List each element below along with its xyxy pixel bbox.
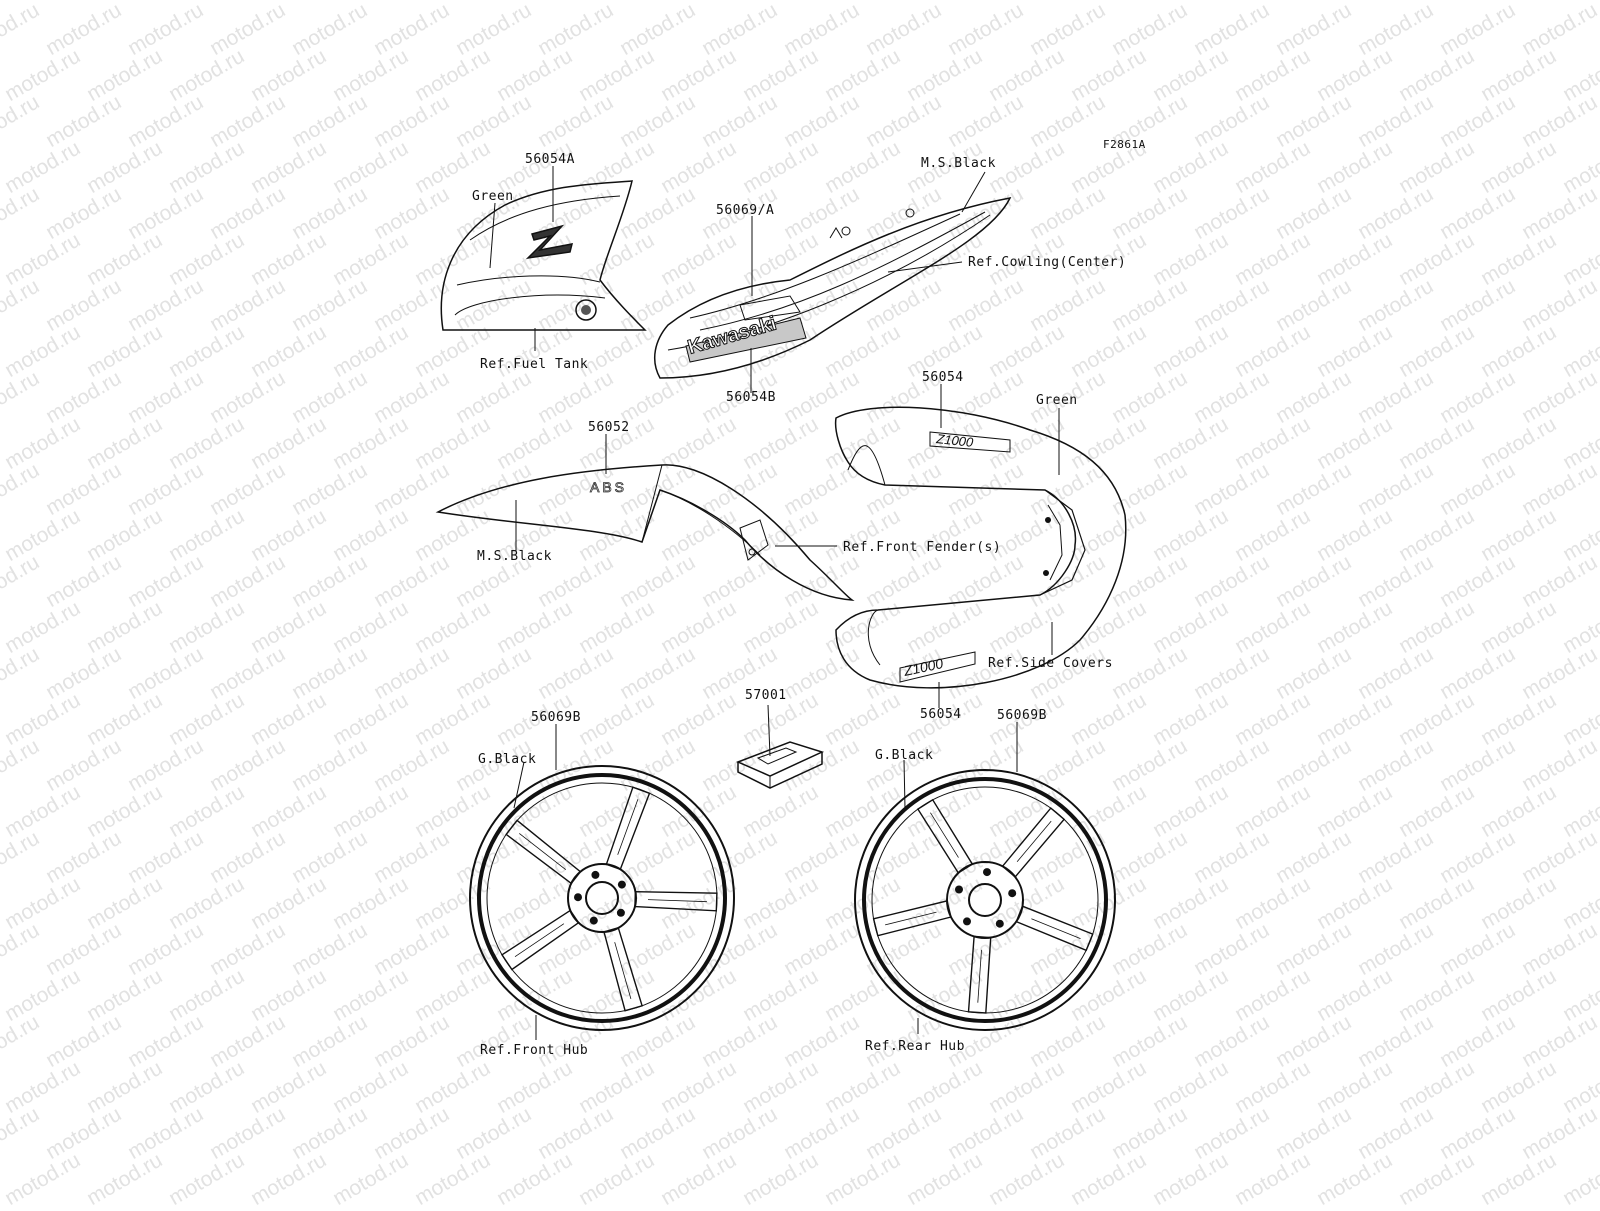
hub-bolt [995, 919, 1004, 928]
hub-bolt [574, 893, 582, 902]
z1000-decal-top: Z1000 [935, 431, 975, 450]
side-covers [834, 406, 1127, 689]
wheel-spoke-line [977, 949, 982, 1003]
wheel-spoke-line [614, 942, 632, 1000]
wheel-spoke-line [514, 923, 565, 958]
clip-part [736, 741, 825, 789]
fuel-tank-cover [440, 180, 647, 331]
label-56054a: 56054A [525, 152, 575, 167]
front-wheel-spokes [501, 786, 718, 1012]
hub-bolt [589, 916, 598, 925]
wheel-spoke [505, 819, 582, 885]
label-56069b-rear: 56069B [997, 708, 1047, 723]
label-green-tail: Green [1036, 393, 1078, 408]
wheel-spoke-line [617, 799, 639, 855]
front-fender [435, 464, 855, 601]
z1000-decal-bottom: Z1000 [901, 655, 944, 679]
hub-bolt [616, 908, 625, 917]
leader-lines [489, 166, 1060, 1040]
label-ref-front-fender: Ref.Front Fender(s) [843, 540, 1002, 555]
label-56069b-front: 56069B [531, 710, 581, 725]
label-57001: 57001 [745, 688, 787, 703]
wheel-spoke [603, 926, 643, 1012]
wheel-spoke-line [1031, 918, 1081, 939]
wheel-spoke [501, 909, 580, 971]
wheel-spoke-line [519, 833, 567, 871]
label-ref-side-covers: Ref.Side Covers [988, 656, 1113, 671]
rear-wheel-spokes [872, 798, 1094, 1014]
rear-wheel [854, 769, 1116, 1031]
label-56069a: 56069/A [716, 203, 775, 218]
wheel-spoke-line [930, 812, 959, 858]
label-ref-cowling-center: Ref.Cowling(Center) [968, 255, 1127, 270]
wheel-spoke [872, 900, 952, 937]
wheel-spoke [967, 935, 992, 1014]
wheel-spoke [605, 786, 651, 871]
label-ref-rear-hub: Ref.Rear Hub [865, 1039, 965, 1054]
hub-bolt [617, 880, 626, 889]
label-56054-top: 56054 [922, 370, 964, 385]
label-g-black-rear: G.Black [875, 748, 934, 763]
front-wheel [469, 765, 735, 1031]
label-green-tank: Green [472, 189, 514, 204]
label-ms-black-top: M.S.Black [921, 156, 996, 171]
hub-bolt [1008, 889, 1017, 898]
wheel-spoke-line [1016, 820, 1052, 862]
wheel-spoke [916, 798, 974, 874]
label-56054b: 56054B [726, 390, 776, 405]
figure-code: F2861A [1103, 138, 1146, 151]
label-ref-fuel-tank: Ref.Fuel Tank [480, 357, 589, 372]
wheel-spoke-line [647, 899, 707, 903]
abs-decal: ABS [590, 479, 627, 495]
wheel-spoke-line [885, 911, 937, 926]
cowling-center [653, 196, 1012, 379]
wheel-spoke [1001, 807, 1066, 878]
hub-bolt [955, 885, 963, 894]
hub-bolt [983, 868, 991, 877]
label-ms-black-fender: M.S.Black [477, 549, 552, 564]
label-ref-front-hub: Ref.Front Hub [480, 1043, 589, 1058]
label-56052: 56052 [588, 420, 630, 435]
wheel-spoke [1015, 905, 1094, 952]
hub-bolt [963, 917, 971, 926]
label-g-black-front: G.Black [478, 752, 537, 767]
label-56054-bottom: 56054 [920, 707, 962, 722]
wheel-spoke [634, 890, 718, 912]
hub-bolt [591, 870, 600, 879]
